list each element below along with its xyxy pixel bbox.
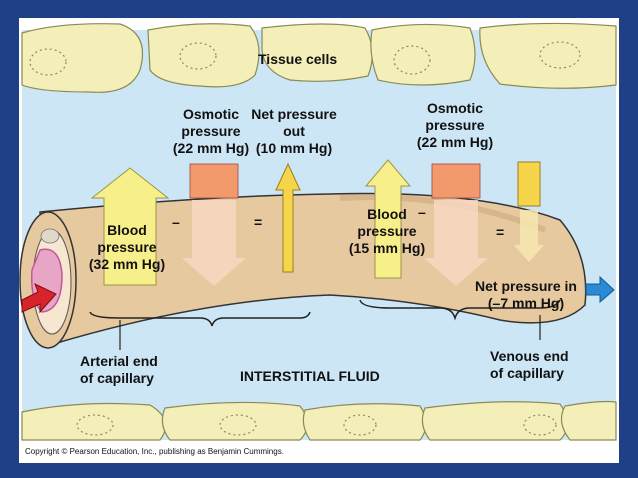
blood-pressure-right-label: Blood pressure (15 mm Hg) <box>346 206 428 257</box>
equals-sign-right: = <box>496 224 505 240</box>
net-in-line-2: (–7 mm Hg) <box>487 295 565 311</box>
blood-right-line-3: (15 mm Hg) <box>348 240 426 256</box>
blood-pressure-arrow-right <box>364 159 412 279</box>
osmotic-right-line-3: (22 mm Hg) <box>416 134 494 150</box>
venous-end-label: Venous end of capillary <box>490 348 569 382</box>
osmotic-left-line-2: pressure <box>181 123 241 139</box>
osmotic-arrow-right-shadow <box>424 200 488 286</box>
tissue-cells-top <box>21 22 617 93</box>
minus-sign-left: – <box>172 214 180 230</box>
net-pressure-out-label: Net pressure out (10 mm Hg) <box>250 106 338 157</box>
blood-flow-in-arrow <box>21 283 57 314</box>
blood-left-line-1: Blood <box>107 222 147 238</box>
osmotic-right-line-2: pressure <box>425 117 485 133</box>
net-out-line-3: (10 mm Hg) <box>255 140 333 156</box>
equals-sign-left: = <box>254 214 263 230</box>
osmotic-arrow-left-shadow <box>182 200 246 286</box>
blood-left-line-3: (32 mm Hg) <box>88 256 166 272</box>
minus-sign-right: – <box>418 204 426 220</box>
osmotic-pressure-left-label: Osmotic pressure (22 mm Hg) <box>170 106 252 157</box>
osmotic-right-line-1: Osmotic <box>426 100 483 116</box>
net-out-line-1: Net pressure <box>251 106 337 122</box>
tissue-cells-label: Tissue cells <box>258 51 338 67</box>
net-in-block <box>517 161 541 207</box>
tissue-cells-bottom <box>21 400 617 441</box>
copyright-notice: Copyright © Pearson Education, Inc., pub… <box>25 447 284 456</box>
interstitial-fluid-label: INTERSTITIAL FLUID <box>240 368 380 384</box>
net-pressure-in-label: Net pressure in (–7 mm Hg) <box>470 278 582 312</box>
arterial-brace <box>89 311 311 327</box>
blood-left-line-2: pressure <box>97 239 157 255</box>
blood-flow-out-arrow <box>585 275 615 304</box>
arterial-end-label: Arterial end of capillary <box>80 353 158 387</box>
osmotic-pressure-right-label: Osmotic pressure (22 mm Hg) <box>414 100 496 151</box>
venous-line-2: of capillary <box>490 365 564 381</box>
osmotic-left-line-3: (22 mm Hg) <box>172 140 250 156</box>
net-in-line-1: Net pressure in <box>475 278 577 294</box>
blood-right-line-2: pressure <box>357 223 417 239</box>
net-in-arrow-shadow <box>514 210 544 262</box>
venous-line-1: Venous end <box>490 348 569 364</box>
venous-brace <box>359 299 561 321</box>
blood-right-line-1: Blood <box>367 206 407 222</box>
osmotic-left-line-1: Osmotic <box>182 106 239 122</box>
blood-pressure-arrow-left <box>90 167 170 286</box>
arterial-line-1: Arterial end <box>80 353 158 369</box>
osmotic-block-left <box>189 163 239 199</box>
osmotic-block-right <box>431 163 481 199</box>
net-out-line-2: out <box>283 123 305 139</box>
arterial-line-2: of capillary <box>80 370 154 386</box>
blood-pressure-left-label: Blood pressure (32 mm Hg) <box>86 222 168 273</box>
net-out-arrow <box>275 162 301 273</box>
